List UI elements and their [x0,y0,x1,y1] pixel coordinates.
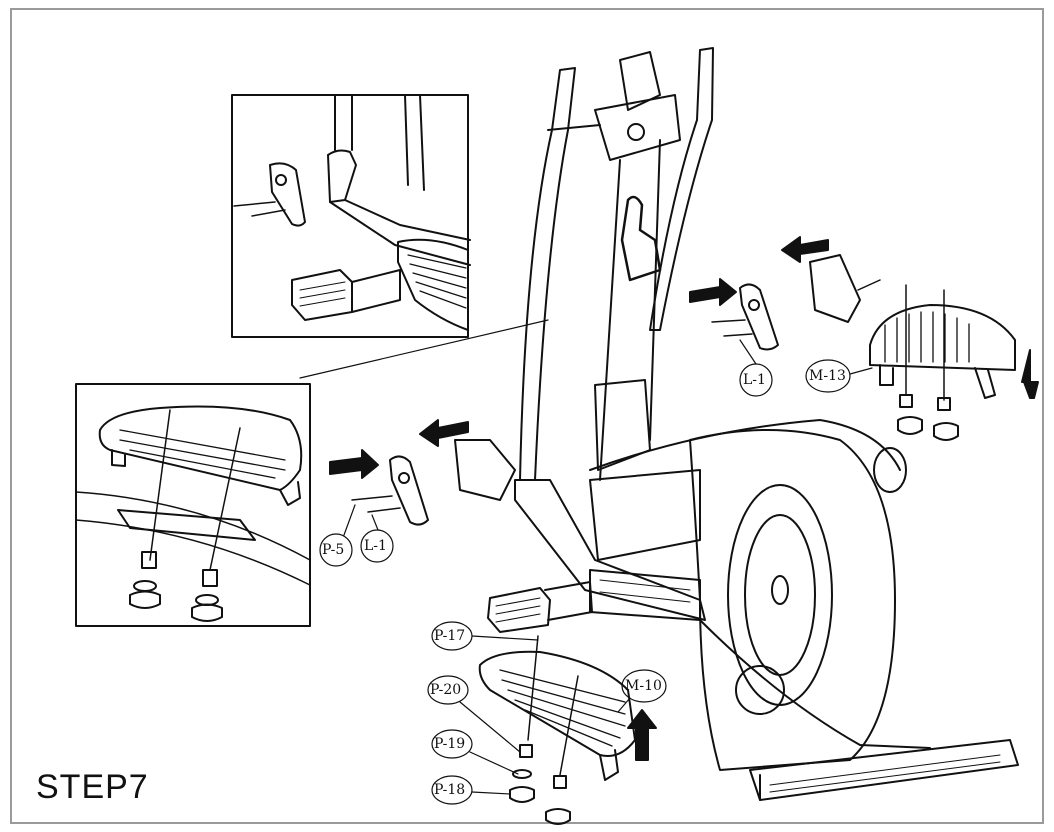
label-m13: M-13 [809,368,846,384]
label-p18: P-18 [434,782,466,798]
pedal-m13 [869,284,1016,441]
pedal-m10 [478,635,636,825]
diagram-frame [10,8,1044,824]
inset-pedal-arm-detail [231,94,471,338]
inset-pedal-mount-detail [75,383,311,627]
label-p17: P-17 [434,628,466,644]
label-l1-left: L-1 [364,538,387,554]
label-p5: P-5 [322,542,345,558]
step-label: STEP7 [36,768,149,806]
label-l1-right: L-1 [743,372,766,388]
callout-leaders [319,339,873,805]
pedal-covers [351,254,881,526]
direction-arrows [329,236,1039,761]
label-p20: P-20 [430,682,462,698]
label-p19: P-19 [434,736,466,752]
label-m10: M-10 [625,678,662,694]
elliptical-frame [487,47,1019,801]
